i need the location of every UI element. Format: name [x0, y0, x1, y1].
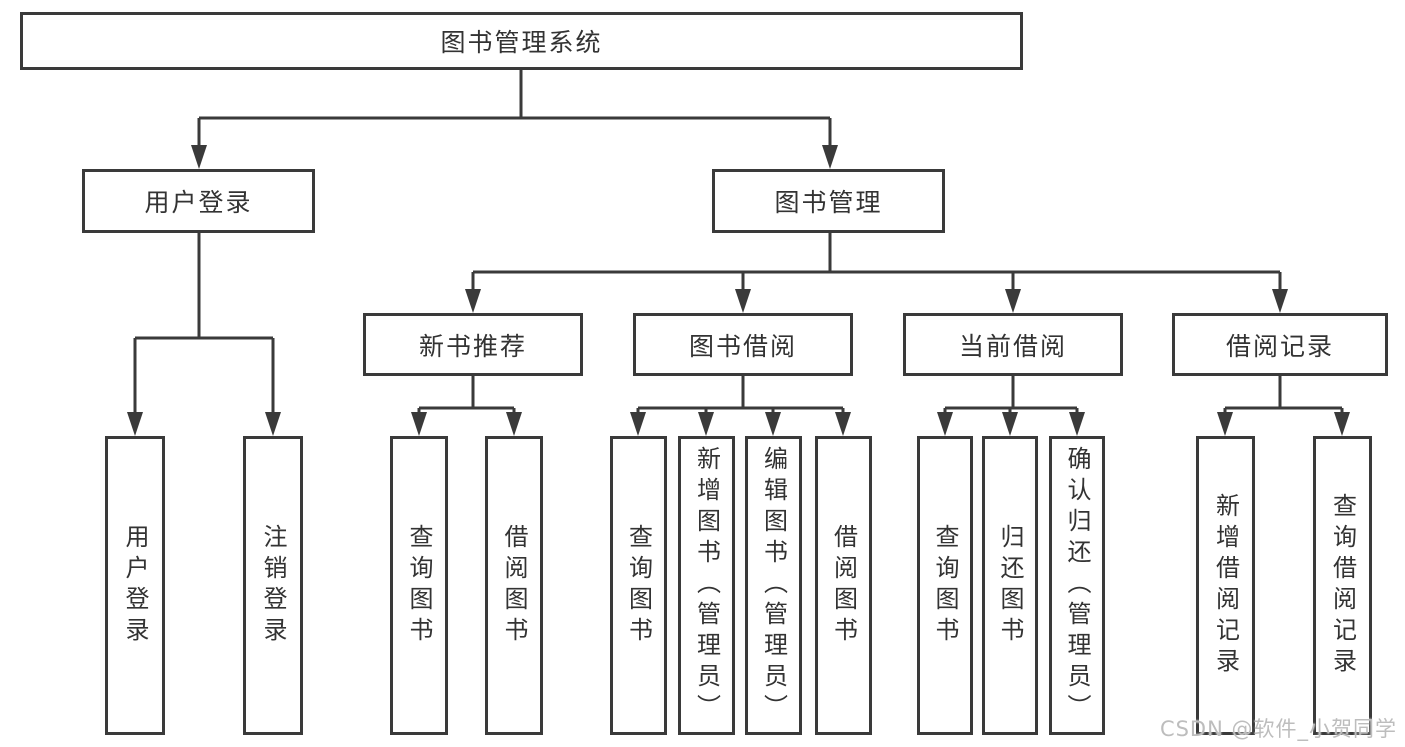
- leaf-label: 查询借阅记录: [1328, 492, 1357, 679]
- node-library-management-system: 图书管理系统: [20, 12, 1023, 70]
- leaf-records-query-record: 查询借阅记录: [1313, 436, 1372, 735]
- node-label: 借阅记录: [1225, 331, 1334, 361]
- leaf-borrow-add-books-admin: 新增图书（管理员）: [678, 436, 735, 735]
- leaf-logout-login: 注销登录: [243, 436, 303, 735]
- leaf-current-return-books: 归还图书: [982, 436, 1038, 735]
- csdn-watermark: CSDN @软件_小贺同学: [1159, 717, 1397, 741]
- leaf-label: 确认归还（管理员）: [1063, 446, 1091, 725]
- leaf-recommend-query-books: 查询图书: [390, 436, 448, 735]
- node-current-borrow: 当前借阅: [903, 313, 1123, 376]
- leaf-records-add-record: 新增借阅记录: [1196, 436, 1255, 735]
- node-label: 新书推荐: [418, 331, 527, 361]
- leaf-recommend-borrow-books: 借阅图书: [485, 436, 543, 735]
- leaf-label: 查询图书: [931, 523, 959, 648]
- leaf-label: 新增图书（管理员）: [692, 446, 721, 725]
- leaf-current-confirm-return-admin: 确认归还（管理员）: [1049, 436, 1105, 735]
- node-user-login: 用户登录: [82, 169, 315, 233]
- leaf-user-login: 用户登录: [105, 436, 165, 735]
- leaf-borrow-borrow-books: 借阅图书: [815, 436, 872, 735]
- leaf-label: 借阅图书: [829, 523, 858, 648]
- arrowheads: [127, 145, 1350, 436]
- node-label: 图书管理系统: [440, 28, 603, 57]
- node-book-management: 图书管理: [712, 169, 945, 233]
- node-borrow-records: 借阅记录: [1172, 313, 1388, 376]
- node-label: 图书借阅: [688, 331, 797, 361]
- node-new-book-recommend: 新书推荐: [363, 313, 583, 376]
- node-label: 图书管理: [774, 188, 883, 217]
- leaf-label: 归还图书: [996, 523, 1024, 648]
- leaf-label: 注销登录: [259, 523, 287, 648]
- leaf-borrow-query-books: 查询图书: [610, 436, 667, 735]
- leaf-label: 用户登录: [121, 523, 149, 648]
- leaf-label: 新增借阅记录: [1211, 492, 1240, 679]
- leaf-borrow-edit-books-admin: 编辑图书（管理员）: [745, 436, 802, 735]
- leaf-label: 查询图书: [405, 523, 433, 648]
- node-label: 当前借阅: [958, 331, 1067, 361]
- leaf-label: 查询图书: [624, 523, 653, 648]
- leaf-current-query-books: 查询图书: [917, 436, 973, 735]
- leaf-label: 编辑图书（管理员）: [759, 446, 788, 725]
- node-label: 用户登录: [144, 188, 253, 217]
- node-book-borrow: 图书借阅: [633, 313, 853, 376]
- leaf-label: 借阅图书: [500, 523, 528, 648]
